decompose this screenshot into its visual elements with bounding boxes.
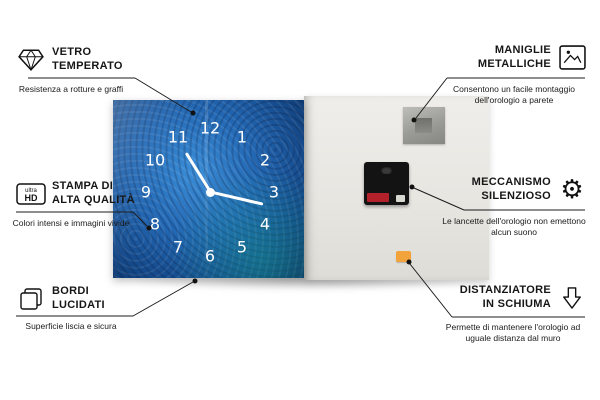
callout-title: BORDI LUCIDATI (52, 285, 105, 311)
clock-number: 10 (144, 150, 166, 170)
clock-number: 9 (140, 182, 152, 202)
clock-number: 8 (149, 214, 161, 234)
callout-desc: Consentono un facile montaggio dell'orol… (453, 84, 575, 106)
callout-title: MECCANISMO SILENZIOSO (471, 176, 551, 202)
metal-hanger-plate (403, 107, 445, 144)
callout-desc: Le lancette dell'orologio non emettono a… (442, 216, 586, 238)
clock-number: 6 (204, 246, 216, 266)
callout-desc: Colori intensi e immagini vivide (12, 218, 130, 228)
mechanism-battery (367, 193, 389, 202)
clock-number: 12 (199, 118, 221, 138)
clock-number: 3 (268, 182, 280, 202)
foam-spacer (396, 251, 411, 262)
wall-frame-icon (557, 45, 587, 70)
callout-title: DISTANZIATORE IN SCHIUMA (459, 284, 551, 310)
clock-number: 2 (259, 150, 271, 170)
clock-mechanism (364, 162, 409, 205)
callout-desc: Permette di mantenere l'orologio ad ugua… (445, 322, 581, 344)
clock-number: 1 (236, 127, 248, 147)
diamond-icon (16, 49, 46, 71)
hanger-slot (415, 118, 432, 133)
callout-desc: Resistenza a rotture e graffi (18, 84, 124, 94)
callout-title: STAMPA DI ALTA QUALITÀ (52, 180, 135, 206)
gear-icon: ⚙ (560, 174, 584, 205)
callout-distanziatore-schiuma: DISTANZIATORE IN SCHIUMA (446, 284, 587, 312)
callout-maniglie-metalliche: MANIGLIE METALLICHE (445, 44, 587, 72)
callout-meccanismo-silenzioso: MECCANISMO SILENZIOSO ⚙ (460, 176, 587, 204)
polished-edges-icon (16, 287, 46, 311)
clock-number: 7 (172, 237, 184, 257)
svg-text:ultra: ultra (25, 188, 37, 194)
callout-title: VETRO TEMPERATO (52, 46, 123, 72)
callout-vetro-temperato: VETRO TEMPERATO (16, 46, 140, 74)
minute-hand (209, 190, 263, 206)
clock-center-cap (205, 187, 215, 197)
callout-bordi-lucidati: BORDI LUCIDATI (16, 285, 140, 313)
clock-number: 4 (259, 214, 271, 234)
svg-text:HD: HD (25, 193, 38, 203)
mechanism-hanging-hole (381, 166, 392, 174)
clock-number: 5 (236, 237, 248, 257)
callout-title: MANIGLIE METALLICHE (477, 44, 551, 70)
clock-number: 11 (167, 127, 189, 147)
callout-desc: Superficie liscia e sicura (25, 321, 117, 331)
mechanism-detail (396, 195, 405, 202)
clock-front-glass: 12 1 2 3 4 5 6 7 8 9 10 11 (113, 100, 304, 278)
arrow-down-icon (557, 286, 587, 310)
